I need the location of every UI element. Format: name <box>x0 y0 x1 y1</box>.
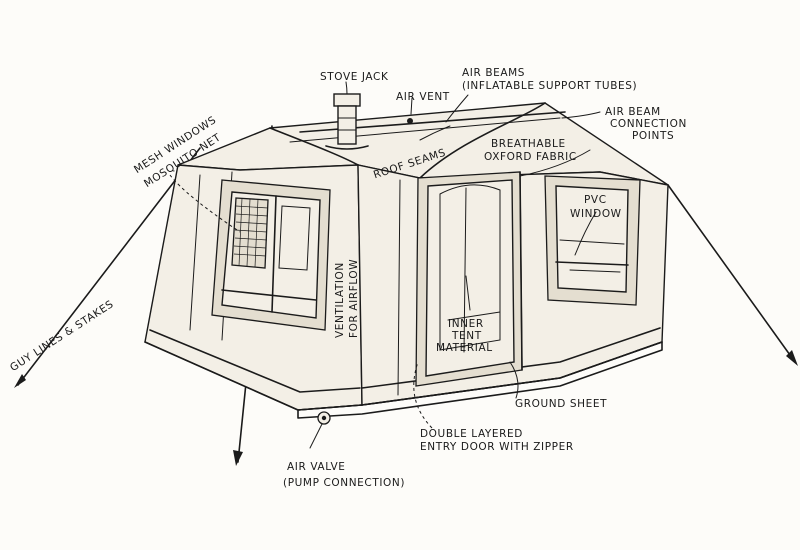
label-air-beam-conn-3: POINTS <box>632 130 675 142</box>
label-material: MATERIAL <box>436 342 493 354</box>
label-for-airflow: FOR AIRFLOW <box>348 258 360 338</box>
label-inner: INNER <box>448 318 484 330</box>
label-entry-door: ENTRY DOOR WITH ZIPPER <box>420 441 574 453</box>
label-air-valve: AIR VALVE <box>287 461 346 473</box>
label-stove-jack: STOVE JACK <box>320 71 389 83</box>
label-oxford-fabric: OXFORD FABRIC <box>484 151 577 163</box>
guy-line-arrow-left-icon <box>14 374 26 388</box>
label-air-beams: AIR BEAMS <box>462 67 526 79</box>
pvc-window <box>544 175 641 306</box>
label-air-beams-sub: (INFLATABLE SUPPORT TUBES) <box>462 80 638 92</box>
stove-jack <box>325 93 369 150</box>
label-air-beam-conn-1: AIR BEAM <box>605 106 661 118</box>
label-window: WINDOW <box>570 208 622 220</box>
label-air-vent: AIR VENT <box>396 91 450 103</box>
mesh-window <box>211 179 331 331</box>
label-tent: TENT <box>452 330 482 342</box>
air-valve <box>317 411 331 425</box>
air-vent-dot <box>407 118 413 124</box>
leader-lines <box>169 81 601 449</box>
entry-door <box>415 171 523 387</box>
label-pump-connection: (PUMP CONNECTION) <box>283 477 406 489</box>
label-breathable: BREATHABLE <box>491 138 566 150</box>
guy-line-arrow-front-icon <box>233 450 243 466</box>
guy-line-arrow-right-icon <box>786 350 798 366</box>
label-pvc: PVC <box>584 194 607 206</box>
label-ventilation: VENTILATION <box>334 262 346 338</box>
label-ground-sheet: GROUND SHEET <box>515 398 608 410</box>
label-air-beam-conn-2: CONNECTION <box>610 118 687 130</box>
label-double-layered: DOUBLE LAYERED <box>420 428 523 440</box>
